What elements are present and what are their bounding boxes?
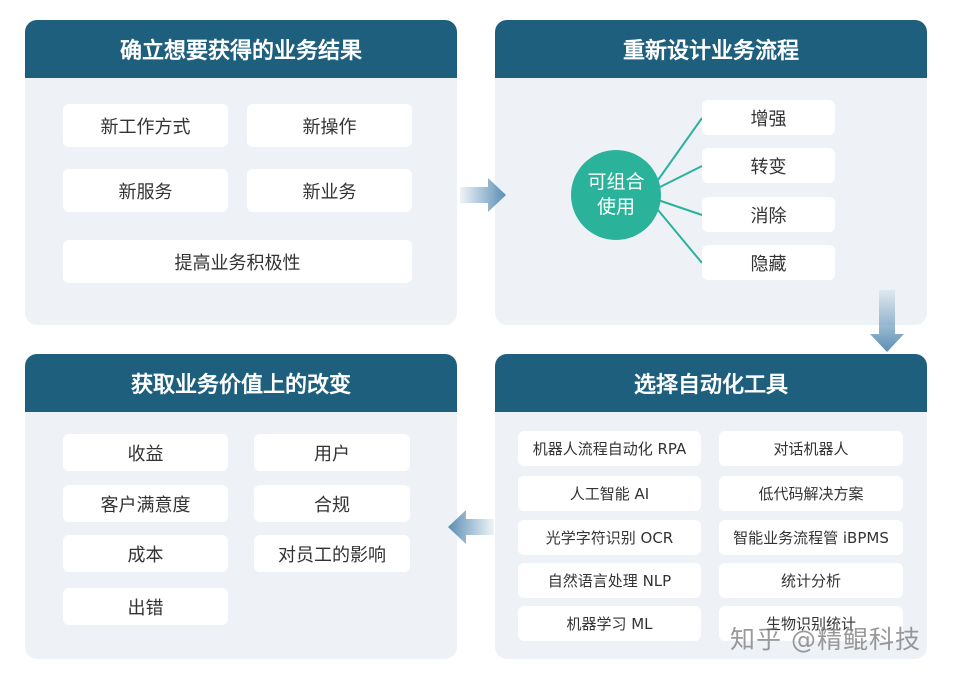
results-item: 新服务 (63, 169, 228, 212)
tools-item: 统计分析 (719, 563, 903, 598)
redesign-item: 消除 (702, 197, 835, 232)
results-item: 新业务 (247, 169, 412, 212)
watermark: 知乎 @精鲲科技 (730, 625, 921, 654)
tools-item: 自然语言处理 NLP (518, 563, 701, 598)
redesign-panel: 重新设计业务流程 可组合 使用 增强 转变 消除 隐藏 (495, 20, 927, 325)
redesign-item: 转变 (702, 148, 835, 183)
tools-item: 智能业务流程管 iBPMS (719, 520, 903, 555)
value-item: 用户 (254, 434, 410, 471)
results-item: 新工作方式 (63, 104, 228, 147)
results-item: 提高业务积极性 (63, 240, 412, 283)
results-panel: 确立想要获得的业务结果 新工作方式 新操作 新服务 新业务 提高业务积极性 (25, 20, 457, 325)
value-item: 收益 (63, 434, 228, 471)
value-panel: 获取业务价值上的改变 收益 用户 客户满意度 合规 成本 对员工的影响 出错 (25, 354, 457, 659)
tools-item: 人工智能 AI (518, 476, 701, 511)
composable-use-circle: 可组合 使用 (571, 150, 661, 240)
tools-item: 对话机器人 (719, 431, 903, 466)
redesign-item: 隐藏 (702, 245, 835, 280)
tools-panel: 选择自动化工具 机器人流程自动化 RPA 对话机器人 人工智能 AI 低代码解决… (495, 354, 927, 659)
value-item: 合规 (254, 485, 410, 522)
tools-item: 生物识别统计 (719, 606, 903, 641)
tools-item: 光学字符识别 OCR (518, 520, 701, 555)
results-item: 新操作 (247, 104, 412, 147)
circle-label-line2: 使用 (596, 196, 635, 218)
value-item: 对员工的影响 (254, 535, 410, 572)
value-item: 出错 (63, 588, 228, 625)
connector-lines (657, 117, 703, 264)
redesign-item: 增强 (702, 100, 835, 135)
redesign-panel-title: 重新设计业务流程 (495, 20, 927, 78)
results-panel-title: 确立想要获得的业务结果 (25, 20, 457, 78)
circle-label-line1: 可组合 (587, 171, 645, 193)
tools-item: 低代码解决方案 (719, 476, 903, 511)
value-item: 客户满意度 (63, 485, 228, 522)
tools-item: 机器学习 ML (518, 606, 701, 641)
value-item: 成本 (63, 535, 228, 572)
tools-item: 机器人流程自动化 RPA (518, 431, 701, 466)
value-panel-title: 获取业务价值上的改变 (25, 354, 457, 412)
tools-panel-title: 选择自动化工具 (495, 354, 927, 412)
